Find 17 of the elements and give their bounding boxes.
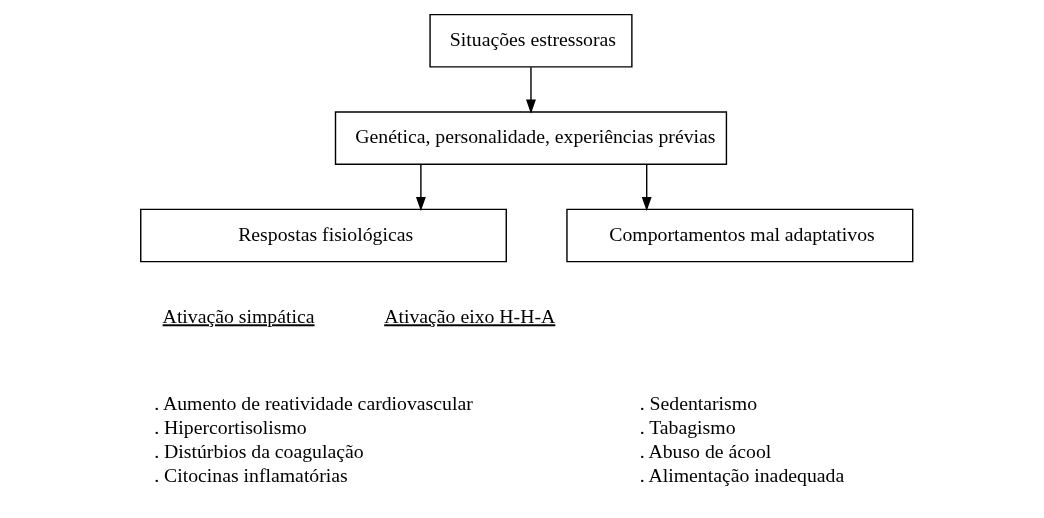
node-box: Respostas fisiológicas [139, 208, 507, 262]
arrow [415, 163, 426, 211]
node-box: Genética, personalidade, experiências prévias [334, 110, 727, 165]
node-label: . Abuso de ácool [639, 439, 771, 462]
node-label: . Citocinas inflamatórias [153, 463, 348, 486]
arrow [641, 163, 652, 211]
node-box: Comportamentos mal adaptativos [565, 208, 913, 262]
node-label: . Tabagismo [639, 415, 736, 438]
node-box: Situações estressoras [428, 13, 633, 68]
node-label: . Sedentarismo [639, 391, 757, 414]
node-label: . Alimentação inadequada [639, 463, 844, 486]
arrow [525, 66, 536, 114]
node-label: . Hipercortisolismo [153, 415, 307, 438]
label: Ativação eixo H-H-A [383, 304, 555, 327]
label: Ativação simpática [162, 304, 315, 327]
node-label: . Distúrbios da coagulação [153, 439, 364, 462]
node-label: . Aumento de reatividade cardiovascular [153, 391, 473, 414]
